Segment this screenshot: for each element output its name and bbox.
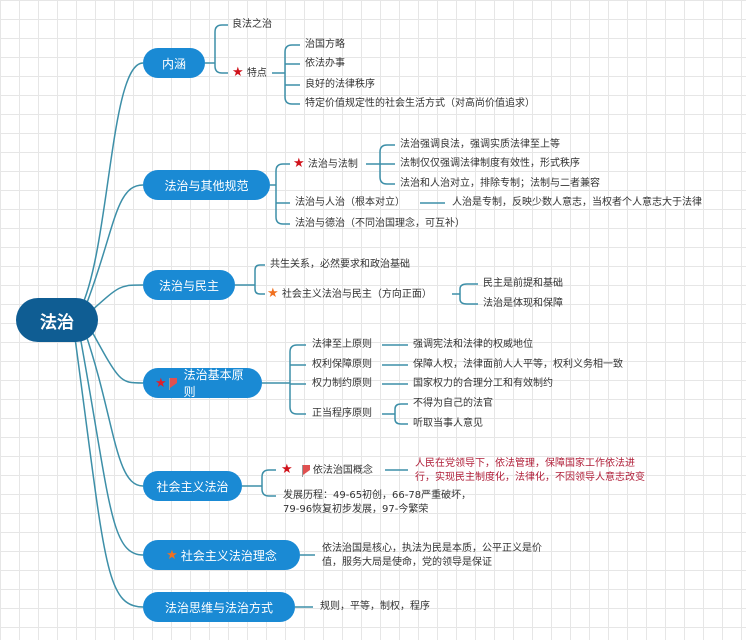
node-fazhi-fazhi[interactable]: ★ 法治与法制	[293, 157, 358, 172]
list-item[interactable]: 民主是前提和基础	[483, 278, 563, 289]
star-icon: ★	[267, 286, 279, 301]
flag-icon	[301, 465, 310, 477]
branch-qita-guifan[interactable]: 法治与其他规范	[143, 170, 270, 200]
text-line: 发展历程：49-65初创，66-78严重破坏，	[283, 490, 472, 501]
node-label: 依法治国概念	[312, 465, 373, 476]
list-item[interactable]: 特定价值规定性的社会生活方式（对高尚价值追求）	[305, 98, 535, 109]
text-line: 依法治国是核心，执法为民是本质，公平正义是价	[322, 543, 542, 554]
branch-minzhu[interactable]: 法治与民主	[143, 270, 235, 300]
node-falv-zhishang[interactable]: 法律至上原则	[312, 339, 372, 350]
node-detail[interactable]: 强调宪法和法律的权威地位	[413, 339, 533, 350]
branch-fazhi-linian[interactable]: ★社会主义法治理念	[143, 540, 300, 570]
node-yifazhiguo-gainian[interactable]: ★ 依法治国概念	[281, 463, 373, 478]
text-line: 79-96恢复初步发展，97-今繁荣	[283, 504, 429, 515]
branch-label: 法治与其他规范	[164, 178, 249, 193]
star-icon: ★	[281, 462, 293, 477]
flag-icon	[168, 378, 177, 390]
node-siwei-detail[interactable]: 规则，平等，制权，程序	[320, 601, 430, 612]
root-node[interactable]: 法治	[16, 298, 98, 342]
node-quanli-baozhang[interactable]: 权利保障原则	[312, 359, 372, 370]
list-item[interactable]: 依法办事	[305, 58, 345, 69]
node-tedian[interactable]: ★ 特点	[232, 66, 267, 81]
node-label: 特点	[246, 68, 267, 79]
node-label: 法治与法制	[307, 159, 358, 170]
branch-label: 法治基本原则	[183, 368, 244, 399]
text-line: 值，服务大局是使命，党的领导是保证	[322, 557, 492, 568]
node-liangfazhizhi[interactable]: 良法之治	[232, 19, 272, 30]
root-label: 法治	[40, 312, 74, 333]
star-icon: ★	[293, 156, 305, 171]
star-icon: ★	[155, 375, 167, 391]
node-detail[interactable]: 国家权力的合理分工和有效制约	[413, 378, 553, 389]
node-detail[interactable]: 保障人权，法律面前人人平等，权利义务相一致	[413, 359, 623, 370]
list-item[interactable]: 良好的法律秩序	[305, 79, 375, 90]
star-icon: ★	[166, 547, 178, 563]
node-gongsheng[interactable]: 共生关系，必然要求和政治基础	[270, 259, 410, 270]
list-item[interactable]: 法治是体现和保障	[483, 298, 563, 309]
branch-label: 社会主义法治理念	[180, 548, 277, 563]
list-item[interactable]: 治国方略	[305, 39, 345, 50]
node-label: 社会主义法治与民主（方向正面）	[281, 289, 432, 300]
text-line: 行，实现民主制度化，法律化，不因领导人意志改变	[415, 472, 645, 483]
node-shehuizhuyi-minzhu[interactable]: ★ 社会主义法治与民主（方向正面）	[267, 287, 432, 302]
branch-shehuizhuyi-fazhi[interactable]: 社会主义法治	[143, 471, 242, 501]
node-fazhi-dezhi[interactable]: 法治与德治（不同治国理念，可互补）	[295, 218, 465, 229]
star-icon: ★	[232, 65, 244, 80]
branch-label: 法治思维与法治方式	[164, 600, 273, 615]
branch-neihan[interactable]: 内涵	[143, 48, 205, 78]
list-item[interactable]: 法制仅仅强调法律制度有效性，形式秩序	[400, 158, 580, 169]
branch-jiben-yuanze[interactable]: ★ 法治基本原则	[143, 368, 262, 399]
branch-fazhi-siwei[interactable]: 法治思维与法治方式	[143, 592, 295, 622]
node-renzhi-detail[interactable]: 人治是专制，反映少数人意志，当权者个人意志大于法律	[452, 197, 702, 208]
node-linian-detail[interactable]: 依法治国是核心，执法为民是本质，公平正义是价值，服务大局是使命，党的领导是保证	[322, 542, 542, 570]
branch-label: 内涵	[161, 56, 186, 71]
node-quanli-zhiyue[interactable]: 权力制约原则	[312, 378, 372, 389]
node-zhengdang-chengxu[interactable]: 正当程序原则	[312, 408, 372, 419]
list-item[interactable]: 听取当事人意见	[413, 418, 483, 429]
list-item[interactable]: 法治和人治对立，排除专制；法制与二者兼容	[400, 178, 600, 189]
branch-label: 法治与民主	[158, 278, 219, 293]
list-item[interactable]: 法治强调良法，强调实质法律至上等	[400, 139, 560, 150]
branch-label: 社会主义法治	[156, 479, 229, 494]
node-fazhan-licheng[interactable]: 发展历程：49-65初创，66-78严重破坏， 79-96恢复初步发展，97-今繁…	[283, 489, 471, 517]
node-fazhi-renzhi[interactable]: 法治与人治（根本对立）	[295, 197, 405, 208]
node-gainian-detail[interactable]: 人民在党领导下，依法管理，保障国家工作依法进行，实现民主制度化，法律化，不因领导…	[415, 457, 645, 485]
list-item[interactable]: 不得为自己的法官	[413, 398, 493, 409]
text-line: 人民在党领导下，依法管理，保障国家工作依法进	[415, 458, 635, 469]
